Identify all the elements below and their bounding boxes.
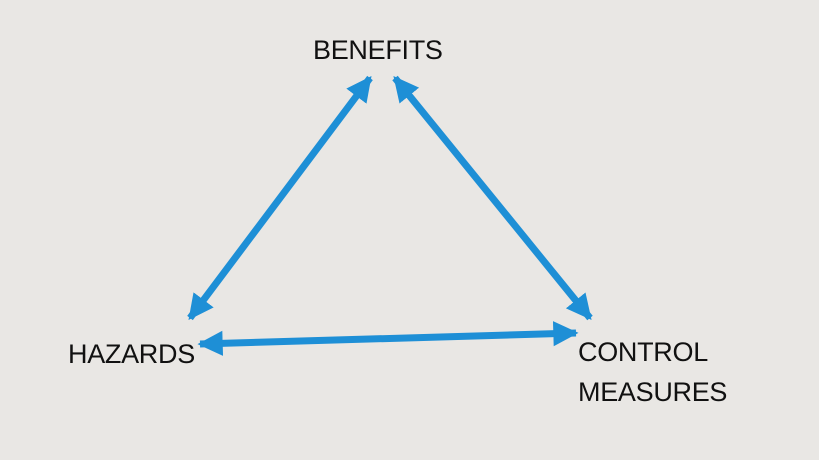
arrow-benefits-hazards (187, 75, 373, 321)
control-measures-line-1: CONTROL (578, 337, 708, 367)
hazards-label: HAZARDS (68, 339, 195, 369)
control-measures-label: CONTROL MEASURES (578, 332, 727, 412)
arrow-hazards-control-measures (197, 321, 579, 356)
benefits-label: BENEFITS (313, 35, 443, 65)
control-measures-line-2: MEASURES (578, 377, 728, 407)
arrow-benefits-control-measures (392, 75, 593, 321)
